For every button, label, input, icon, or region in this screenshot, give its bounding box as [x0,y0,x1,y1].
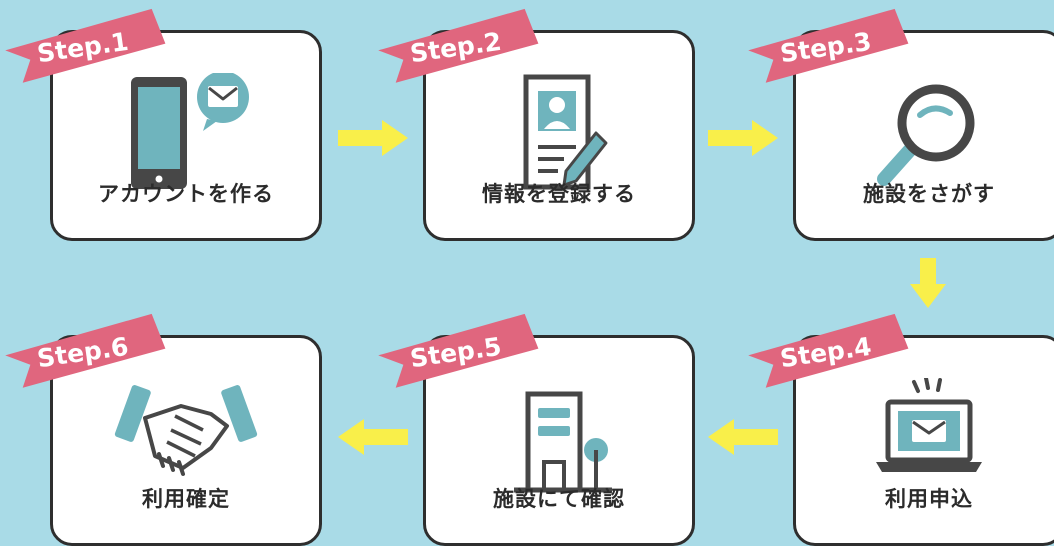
arrow-down-icon [910,258,946,308]
step-label: アカウントを作る [98,182,274,206]
step-badge-3: Step.3 [748,8,909,83]
step-label: 施設にて確認 [493,487,625,511]
step-card-5: 施設にて確認 [423,335,695,546]
step-badge-4: Step.4 [748,313,909,388]
step-card-6: 利用確定 [50,335,322,546]
step-badge-text: Step.3 [778,27,873,68]
handshake-icon [53,378,319,503]
step-card-1: アカウントを作る [50,30,322,241]
step-badge-text: Step.2 [408,27,503,68]
step-badge-text: Step.1 [35,27,130,68]
arrow-right-icon [338,120,408,156]
step-label: 利用確定 [142,487,230,511]
step-badge-text: Step.6 [35,332,130,373]
step-badge-text: Step.5 [408,332,503,373]
step-badge-5: Step.5 [378,313,539,388]
step-label: 利用申込 [885,487,973,511]
step-label: 施設をさがす [863,182,995,206]
profile-document-pen-icon [426,73,692,198]
facility-building-icon [426,378,692,503]
step-badge-text: Step.4 [778,332,873,373]
magnifier-icon [796,73,1054,198]
laptop-mail-icon [796,378,1054,503]
arrow-left-icon [708,419,778,455]
step-card-3: 施設をさがす [793,30,1054,241]
step-card-2: 情報を登録する [423,30,695,241]
step-badge-1: Step.1 [5,8,166,83]
step-badge-6: Step.6 [5,313,166,388]
smartphone-mail-icon [53,73,319,198]
arrow-left-icon [338,419,408,455]
step-badge-2: Step.2 [378,8,539,83]
step-card-4: 利用申込 [793,335,1054,546]
step-label: 情報を登録する [482,182,636,206]
arrow-right-icon [708,120,778,156]
